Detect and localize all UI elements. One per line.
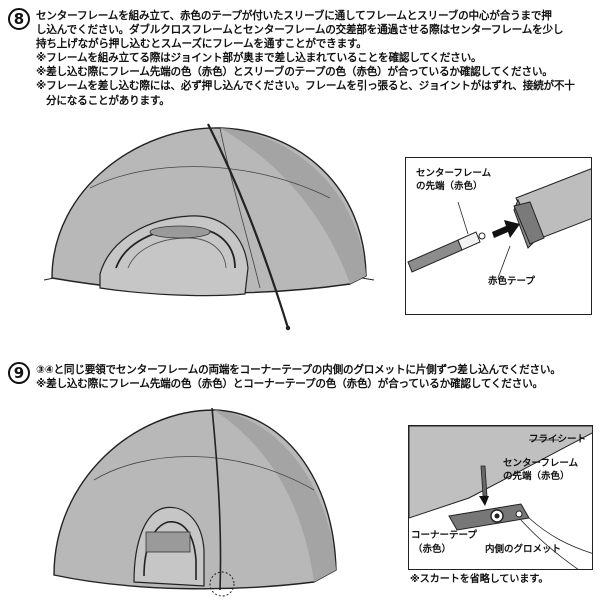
step-8-label-tape: 赤色テープ (488, 276, 535, 287)
step-9-label-corner-2: （赤色） (413, 544, 452, 555)
step-9-number: 9 (8, 362, 30, 384)
step-9-line-1: ③④と同じ要領でセンターフレームの両端をコーナーテープの内側のグロメットに片側ず… (36, 364, 561, 376)
step-9-label-corner-1: コーナーテープ (411, 530, 477, 541)
step-9-note-skirt: ※スカートを省略しています。 (410, 574, 549, 585)
step-9-label-flysheet: フライシート (529, 434, 587, 445)
step-9-label-grommet: 内側のグロメット (485, 544, 562, 555)
step-8-line-1: センターフレームを組み立て、赤色のテープが付いたスリーブに通してフレームとスリー… (36, 10, 552, 22)
step-8-tent-illustration (43, 123, 375, 331)
step-9-tent-illustration (53, 407, 337, 597)
step-9-detail-box: フライシート センターフレーム の先端（赤色） コーナーテープ （赤色） 内側の… (408, 425, 593, 570)
step-8-label-tip-1: センターフレーム (416, 168, 492, 179)
step-9-label-tip-1: センターフレーム (503, 458, 579, 469)
step-8-instructions: センターフレームを組み立て、赤色のテープが付いたスリーブに通してフレームとスリー… (36, 9, 592, 108)
step-8-note-1: ※フレームを組み立てる際はジョイント部が奥まで差し込まれていることを確認してくだ… (36, 52, 482, 65)
step-8-note-3: ※フレームを差し込む際には、必ず押し込んでください。フレームを引っ張ると、ジョイ… (36, 80, 575, 93)
step-8-line-2: し込んでください。ダブルクロスフレームとセンターフレームの交差部を通過させる際は… (36, 24, 564, 37)
step-9-detail-drawing (409, 426, 592, 569)
step-8-note-2: ※差し込む際にフレーム先端の色（赤色）とスリーブのテープの色（赤色）が合っている… (36, 66, 553, 79)
step-8-line-3: 持ち上げながら押し込むとスムーズにフレームを通すことができます。 (36, 38, 367, 51)
step-8-number: 8 (8, 8, 30, 30)
step-9-note-1: ※差し込む際にフレーム先端の色（赤色）とコーナーテープの色（赤色）が合っているか… (36, 378, 543, 391)
step-8-note-3-cont: 分になることがあります。 (46, 94, 170, 107)
step-9-instructions: ③④と同じ要領でセンターフレームの両端をコーナーテープの内側のグロメットに片側ず… (36, 363, 592, 391)
step-8-detail-box: センターフレーム の先端（赤色） 赤色テープ (405, 157, 592, 315)
step-9-label-tip-2: の先端（赤色） (503, 471, 570, 482)
step-8-detail-drawing (407, 168, 591, 279)
step-8-label-tip-2: の先端（赤色） (416, 181, 483, 192)
